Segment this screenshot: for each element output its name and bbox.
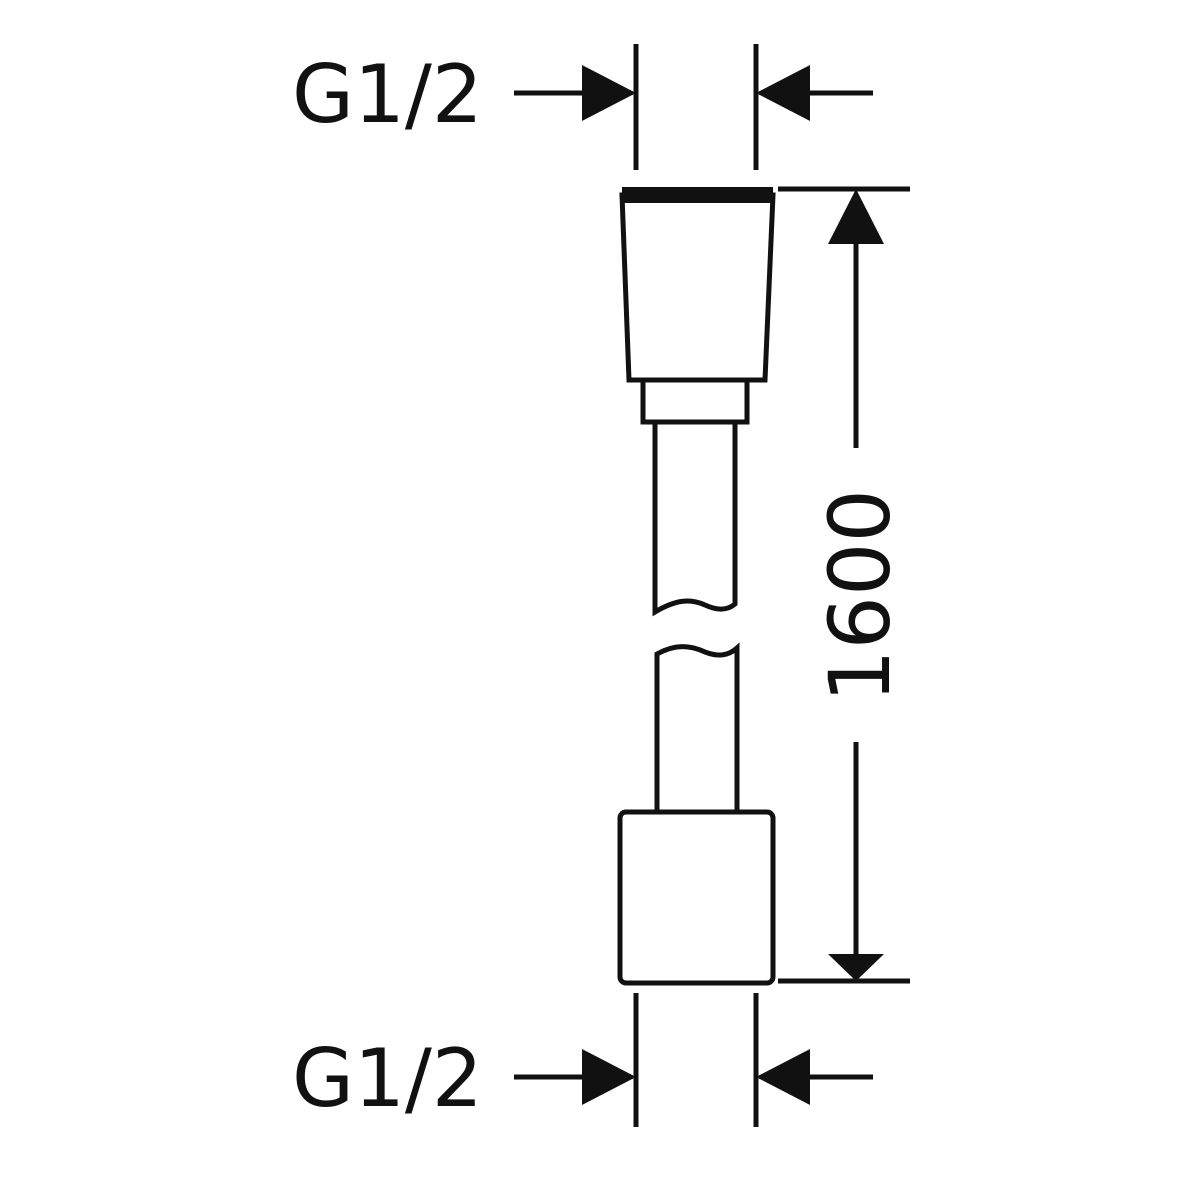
length-arrow-bottom xyxy=(828,954,884,981)
top-arrow-right xyxy=(756,65,810,121)
bottom-arrow-left xyxy=(582,1049,636,1105)
lower-hose-segment xyxy=(654,642,740,815)
upper-collar xyxy=(640,377,750,425)
thread-label-top: G1/2 xyxy=(292,48,483,141)
upper-nut-body xyxy=(619,192,776,383)
thread-label-bottom: G1/2 xyxy=(292,1032,483,1125)
lower-nut-body xyxy=(617,809,776,986)
bottom-arrow-right xyxy=(756,1049,810,1105)
upper-hose-segment xyxy=(652,419,738,617)
length-label: 1600 xyxy=(811,489,909,703)
top-arrow-left xyxy=(582,65,636,121)
length-arrow-top xyxy=(828,189,884,244)
